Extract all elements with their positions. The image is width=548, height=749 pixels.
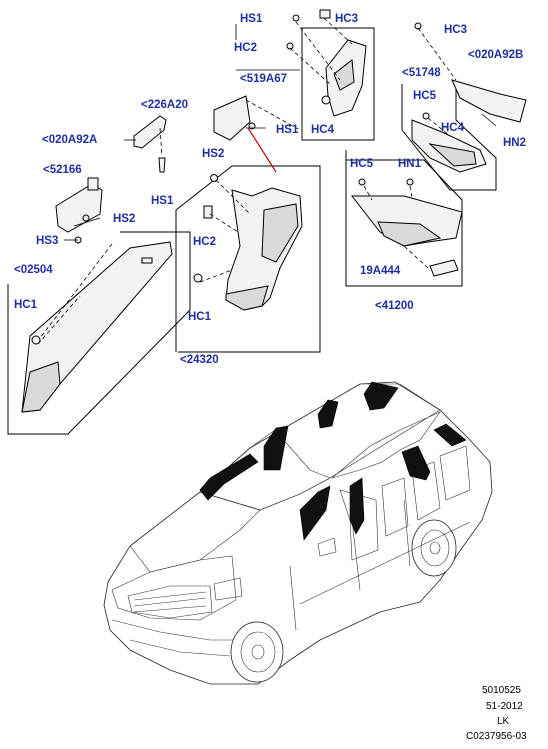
label-hc2-top: HC2 <box>234 42 257 54</box>
label-hc1-mid: HC1 <box>188 311 212 323</box>
label-02504: <02504 <box>14 264 53 276</box>
label-hs3-left: HS3 <box>36 235 58 247</box>
bracket-020a92a <box>133 115 167 149</box>
clip-hc3-right <box>414 22 422 30</box>
label-hs1-left: HS1 <box>151 195 174 207</box>
group-boxes <box>7 27 497 435</box>
label-51748: <51748 <box>402 67 441 79</box>
clip-hs2-mid <box>210 174 218 182</box>
lamp-19a444 <box>429 259 459 277</box>
reference-line-2: 51-2012 <box>486 701 523 712</box>
label-hc5-box: HC5 <box>350 158 374 170</box>
label-hc4-mid: HC4 <box>311 124 335 136</box>
label-41200: <41200 <box>375 300 414 312</box>
bracket-226a20 <box>213 95 251 141</box>
stud-hs1-left <box>158 157 166 173</box>
clip-hc5-right <box>422 112 430 120</box>
clip-hn1-box <box>406 178 414 186</box>
label-020a92b: <020A92B <box>468 49 523 61</box>
label-020a92a: <020A92A <box>42 134 97 146</box>
reference-line-4: C0237956-03 <box>466 731 527 742</box>
label-hc1-left: HC1 <box>14 299 38 311</box>
reference-line-1: 5010525 <box>482 685 521 696</box>
label-hs1-mid: HS1 <box>276 124 299 136</box>
clip-hc2-top <box>286 42 294 50</box>
reference-block: 5010525 51-2012 LK C0237956-03 <box>466 685 527 742</box>
label-hn2-right: HN2 <box>503 137 526 149</box>
clip-hc1-left <box>31 335 41 345</box>
label-19a444: 19A444 <box>360 265 401 277</box>
clip-hc2-mid <box>203 205 213 219</box>
label-hs2-left: HS2 <box>113 213 135 225</box>
label-52166: <52166 <box>43 164 82 176</box>
leader-lines <box>37 17 497 345</box>
label-519a67: <519A67 <box>240 73 287 85</box>
label-hc5-right: HC5 <box>413 90 437 102</box>
label-hc2-mid: HC2 <box>193 236 216 248</box>
label-226a20: <226A20 <box>141 99 188 111</box>
label-hn1-box: HN1 <box>398 158 422 170</box>
parts <box>21 9 527 413</box>
label-hc3-right: HC3 <box>444 24 467 36</box>
label-24320: <24320 <box>180 354 219 366</box>
clip-hc5-box <box>358 178 366 186</box>
label-hc4-right: HC4 <box>441 122 465 134</box>
highlight-line <box>247 127 277 173</box>
d-pillar-trim <box>451 79 527 123</box>
vehicle-illustration <box>103 381 493 685</box>
label-hs2-mid: HS2 <box>202 148 224 160</box>
clip-hc1-mid <box>193 273 203 283</box>
clip-hc4-mid <box>321 95 331 105</box>
clip-hs1-top <box>292 14 300 22</box>
label-hs1-top: HS1 <box>240 13 263 25</box>
callout-labels: HS1 HC3 HC2 <519A67 HC4 <226A20 HS1 <020… <box>14 13 526 366</box>
reference-line-3: LK <box>497 716 510 727</box>
clip-hc3-top <box>319 9 331 19</box>
label-hc3-top: HC3 <box>335 13 358 25</box>
